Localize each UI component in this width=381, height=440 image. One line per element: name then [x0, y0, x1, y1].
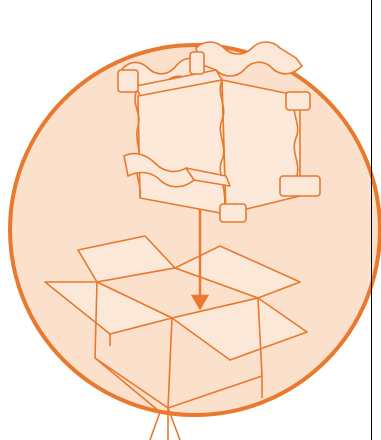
corrugated-insert-icon [118, 42, 320, 222]
page-border-line [371, 0, 372, 440]
